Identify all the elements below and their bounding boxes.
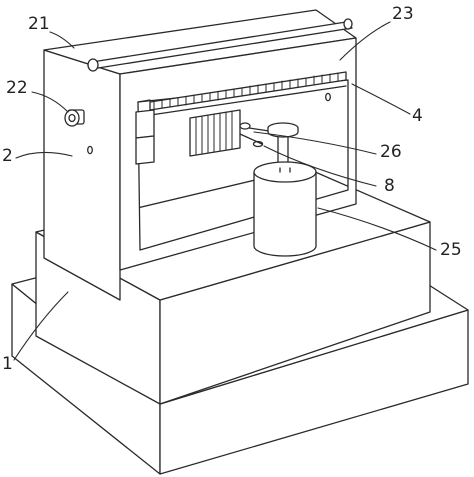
window-depth-edge [137, 99, 151, 103]
label-1: 1 [2, 354, 13, 374]
frame-side-face [43, 49, 121, 301]
leader-23 [339, 21, 391, 61]
leader-2 [15, 151, 73, 159]
top-roller-far-end [343, 18, 353, 30]
leader-21 [49, 31, 75, 49]
leader-4 [351, 83, 411, 115]
lead-screw [149, 71, 347, 111]
nozzle-assembly [239, 122, 277, 148]
label-8: 8 [384, 176, 395, 196]
label-4: 4 [412, 106, 423, 126]
connector-link [239, 133, 263, 145]
knob-center [68, 113, 76, 123]
lead-screw-body [149, 71, 347, 111]
heat-sink [189, 109, 241, 157]
top-roller [87, 18, 353, 72]
lead-screw-threads [153, 72, 339, 111]
side-wall-hole [87, 145, 93, 155]
top-roller-end [87, 58, 99, 72]
heat-sink-fins [195, 110, 233, 156]
bearing-block-bottom [135, 135, 155, 165]
label-21: 21 [28, 14, 50, 34]
leader-26 [253, 131, 377, 155]
rod-stub [280, 168, 290, 172]
leader-8 [263, 145, 377, 187]
bearing-block-top [135, 109, 155, 139]
label-23: 23 [392, 4, 414, 24]
leader-1 [13, 291, 69, 361]
leader-22 [31, 91, 69, 113]
guide-rod [143, 85, 347, 117]
bearing-block [135, 109, 155, 165]
label-25: 25 [440, 240, 462, 260]
vertical-rod [267, 122, 299, 177]
leader-25 [317, 207, 437, 251]
nozzle-tip [239, 122, 251, 130]
cylinder-body [253, 171, 317, 257]
label-26: 26 [380, 142, 402, 162]
leader-lines [13, 21, 437, 361]
label-2: 2 [2, 146, 13, 166]
inner-wall-hole [325, 92, 331, 102]
label-22: 22 [6, 78, 28, 98]
adjust-knob [64, 109, 85, 127]
cylinder [253, 161, 317, 257]
